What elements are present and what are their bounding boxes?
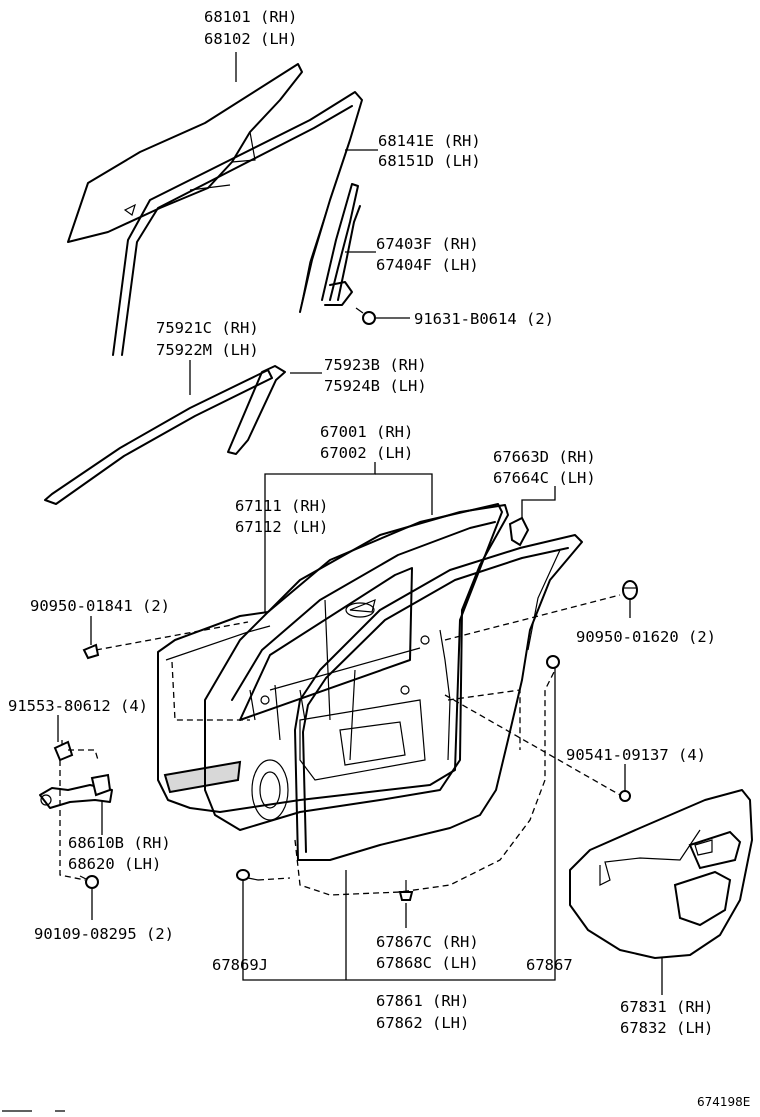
label-weatherstrip-rh[interactable]: 67861 (RH) [376, 992, 469, 1010]
label-clip-67867c-rh[interactable]: 67867C (RH) [376, 933, 479, 951]
bolt-08295-icon[interactable] [79, 875, 99, 889]
leader-lines [57, 52, 663, 995]
clip-67867c-icon[interactable] [398, 880, 414, 901]
rear-lower-channel[interactable] [321, 183, 361, 306]
label-check-assy-lh[interactable]: 68620 (LH) [68, 855, 161, 873]
label-check-assy-rh[interactable]: 68610B (RH) [68, 834, 171, 852]
glass-run[interactable] [112, 91, 363, 356]
label-door-panel-lh[interactable]: 67002 (LH) [320, 444, 413, 462]
bracket-67663-icon[interactable] [508, 516, 530, 547]
label-bracket-rh[interactable]: 67663D (RH) [493, 448, 596, 466]
clip-67869-icon[interactable] [236, 869, 259, 881]
callout-labels: 68101 (RH) 68102 (LH) 68141E (RH) 68151D… [8, 8, 750, 1109]
label-rear-channel-rh[interactable]: 67403F (RH) [376, 235, 479, 253]
label-moulding-pillar-rh[interactable]: 75923B (RH) [324, 356, 427, 374]
label-moulding-upper-rh[interactable]: 75921C (RH) [156, 319, 259, 337]
clip-09137-icon[interactable] [619, 790, 631, 802]
door-inner-frame[interactable] [204, 504, 509, 831]
hole-plug-01620-icon[interactable] [622, 580, 638, 600]
label-door-panel-sub-lh[interactable]: 67112 (LH) [235, 518, 328, 536]
diagram-code: 674198E [697, 1095, 750, 1109]
bolt-91631-icon[interactable] [355, 307, 376, 325]
label-clip-67867c-lh[interactable]: 67868C (LH) [376, 954, 479, 972]
label-door-panel-sub-rh[interactable]: 67111 (RH) [235, 497, 328, 515]
label-weatherstrip-lh[interactable]: 67862 (LH) [376, 1014, 469, 1032]
door-weatherstrip[interactable] [294, 534, 583, 861]
label-bracket-lh[interactable]: 67664C (LH) [493, 469, 596, 487]
door-check-icon[interactable] [39, 773, 113, 809]
label-bolt-91553[interactable]: 91553-80612 (4) [8, 697, 148, 715]
hole-plug-01841-icon[interactable] [82, 643, 100, 660]
label-hole-plug-01841[interactable]: 90950-01841 (2) [30, 597, 170, 615]
label-glass-run-lh[interactable]: 68151D (LH) [378, 152, 481, 170]
label-clip-09137[interactable]: 90541-09137 (4) [566, 746, 706, 764]
label-moulding-upper-lh[interactable]: 75922M (LH) [156, 341, 259, 359]
label-hole-plug-01620[interactable]: 90950-01620 (2) [576, 628, 716, 646]
label-clip-67869[interactable]: 67869J [212, 956, 268, 974]
label-service-cover-lh[interactable]: 67832 (LH) [620, 1019, 713, 1037]
installation-dashed-lines [59, 594, 621, 896]
clip-67867-icon[interactable] [546, 655, 560, 669]
pillar-moulding[interactable] [227, 365, 286, 455]
label-glass-rh[interactable]: 68101 (RH) [204, 8, 297, 26]
label-bolt-08295[interactable]: 90109-08295 (2) [34, 925, 174, 943]
label-rear-channel-lh[interactable]: 67404F (LH) [376, 256, 479, 274]
label-bolt-91631[interactable]: 91631-B0614 (2) [414, 310, 554, 328]
upper-moulding[interactable] [44, 369, 273, 505]
bolt-91553-icon[interactable] [53, 740, 74, 762]
service-hole-cover[interactable] [569, 789, 753, 959]
label-glass-lh[interactable]: 68102 (LH) [204, 30, 297, 48]
label-door-panel-rh[interactable]: 67001 (RH) [320, 423, 413, 441]
label-moulding-pillar-lh[interactable]: 75924B (LH) [324, 377, 427, 395]
label-glass-run-rh[interactable]: 68141E (RH) [378, 132, 481, 150]
label-service-cover-rh[interactable]: 67831 (RH) [620, 998, 713, 1016]
label-clip-67867[interactable]: 67867 [526, 956, 573, 974]
door-outer-shell[interactable] [157, 503, 503, 813]
